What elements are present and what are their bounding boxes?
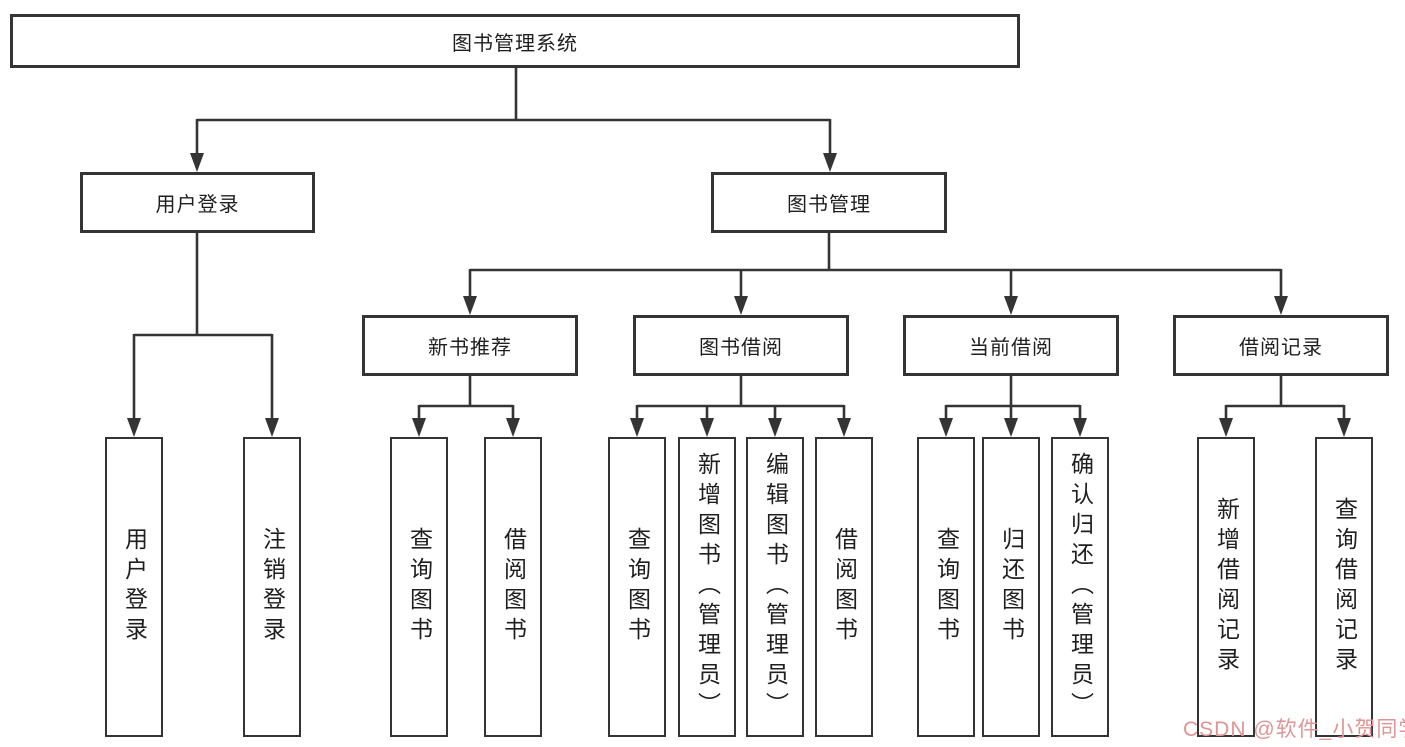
leaf-cb-return-books: 归还图书 <box>982 437 1040 737</box>
node-new-book-recommend-label: 新书推荐 <box>428 337 512 359</box>
leaf-bb-borrow-books-label: 借阅图书 <box>831 527 858 647</box>
node-book-borrow-label: 图书借阅 <box>699 337 783 359</box>
leaf-bb-query-books: 查询图书 <box>608 437 666 737</box>
leaf-bb-query-books-label: 查询图书 <box>624 527 651 647</box>
node-borrow-records: 借阅记录 <box>1173 315 1389 376</box>
leaf-cb-query-books: 查询图书 <box>917 437 975 737</box>
arrowhead-icons <box>127 153 1351 437</box>
node-new-book-recommend: 新书推荐 <box>362 315 578 376</box>
node-borrow-records-label: 借阅记录 <box>1239 337 1323 359</box>
leaf-user-login-label: 用户登录 <box>121 527 148 647</box>
node-book-mgmt: 图书管理 <box>711 172 947 233</box>
leaf-logout-label: 注销登录 <box>259 527 286 647</box>
leaf-cb-query-books-label: 查询图书 <box>933 527 960 647</box>
leaf-nbr-borrow-books: 借阅图书 <box>484 437 542 737</box>
leaf-bb-borrow-books: 借阅图书 <box>815 437 873 737</box>
leaf-nbr-query-books-label: 查询图书 <box>406 527 433 647</box>
leaf-br-query-record-label: 查询借阅记录 <box>1331 497 1358 677</box>
leaf-bb-add-books-admin: 新增图书（管理员） <box>678 437 736 737</box>
node-user-login-label: 用户登录 <box>155 194 240 216</box>
leaf-bb-edit-books-admin-label: 编辑图书（管理员） <box>762 452 789 722</box>
node-root-label: 图书管理系统 <box>452 32 578 55</box>
leaf-cb-confirm-return-admin: 确认归还（管理员） <box>1051 437 1109 737</box>
leaf-nbr-borrow-books-label: 借阅图书 <box>500 527 527 647</box>
leaf-br-add-record-label: 新增借阅记录 <box>1213 497 1240 677</box>
node-user-login: 用户登录 <box>80 172 315 233</box>
leaf-bb-edit-books-admin: 编辑图书（管理员） <box>746 437 804 737</box>
leaf-bb-add-books-admin-label: 新增图书（管理员） <box>694 452 721 722</box>
node-root: 图书管理系统 <box>10 14 1020 68</box>
leaf-logout: 注销登录 <box>243 437 301 737</box>
node-current-borrow: 当前借阅 <box>903 315 1119 376</box>
leaf-br-query-record: 查询借阅记录 <box>1315 437 1373 737</box>
leaf-cb-confirm-return-admin-label: 确认归还（管理员） <box>1067 452 1094 722</box>
node-current-borrow-label: 当前借阅 <box>969 337 1053 359</box>
csdn-watermark: CSDN @软件_小贺同学 <box>1183 718 1405 741</box>
leaf-user-login: 用户登录 <box>105 437 163 737</box>
node-book-borrow: 图书借阅 <box>633 315 849 376</box>
node-book-mgmt-label: 图书管理 <box>787 194 871 216</box>
leaf-cb-return-books-label: 归还图书 <box>998 527 1025 647</box>
leaf-br-add-record: 新增借阅记录 <box>1197 437 1255 737</box>
leaf-nbr-query-books: 查询图书 <box>390 437 448 737</box>
